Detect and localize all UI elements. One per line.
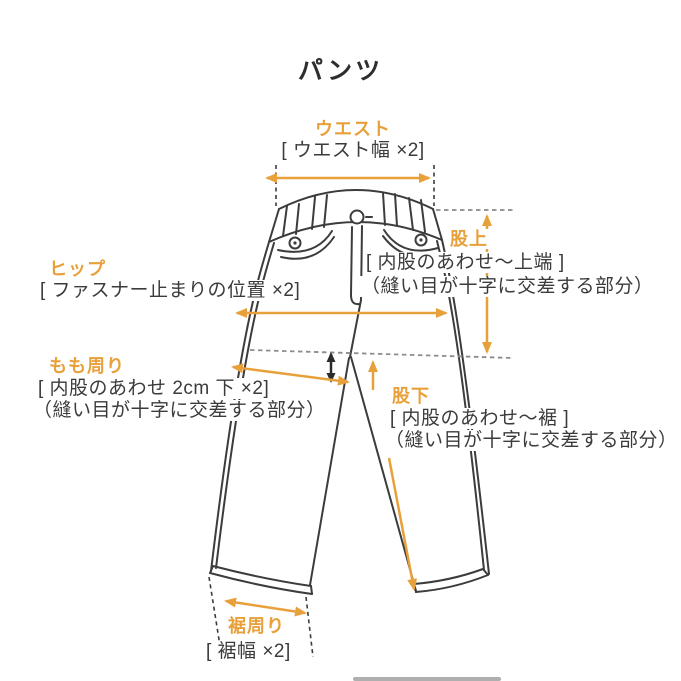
rise-note-2: （縫い目が十字に交差する部分） <box>360 276 655 298</box>
waist-note: [ ウエスト幅 ×2] <box>222 140 484 162</box>
rise-label: 股上 <box>449 229 489 250</box>
thigh-arrow <box>231 363 350 386</box>
belt-loops <box>282 192 426 237</box>
hem-label: 裾周り <box>227 616 286 637</box>
rise-note: [ 内股のあわせ〜上端 ] <box>365 252 566 274</box>
thigh-label: もも周り <box>48 356 126 377</box>
hem-guide-lines <box>208 576 314 658</box>
hip-label: ヒップ <box>48 259 107 280</box>
inseam-label: 股下 <box>391 386 431 407</box>
hip-note: [ ファスナー止まりの位置 ×2] <box>39 280 302 302</box>
waist-button <box>349 209 373 225</box>
page-title: パンツ <box>297 56 384 85</box>
pants-drawing <box>209 189 490 595</box>
thigh-note-2: （縫い目が十字に交差する部分） <box>32 400 327 422</box>
waist-label: ウエスト <box>252 119 454 140</box>
fly-placket <box>349 225 363 358</box>
hem-note: [ 裾幅 ×2] <box>205 641 292 663</box>
inseam-arrow <box>368 360 418 591</box>
thigh-note: [ 内股のあわせ 2cm 下 ×2] <box>37 378 271 400</box>
hem-arrow <box>224 597 307 617</box>
front-pocket-left <box>277 230 335 260</box>
inseam-note: [ 内股のあわせ〜裾 ] <box>389 408 571 430</box>
cropped-next-section-edge <box>353 677 501 681</box>
inseam-note-2: （縫い目が十字に交差する部分） <box>384 430 679 452</box>
crotch-guide-line <box>249 349 514 359</box>
